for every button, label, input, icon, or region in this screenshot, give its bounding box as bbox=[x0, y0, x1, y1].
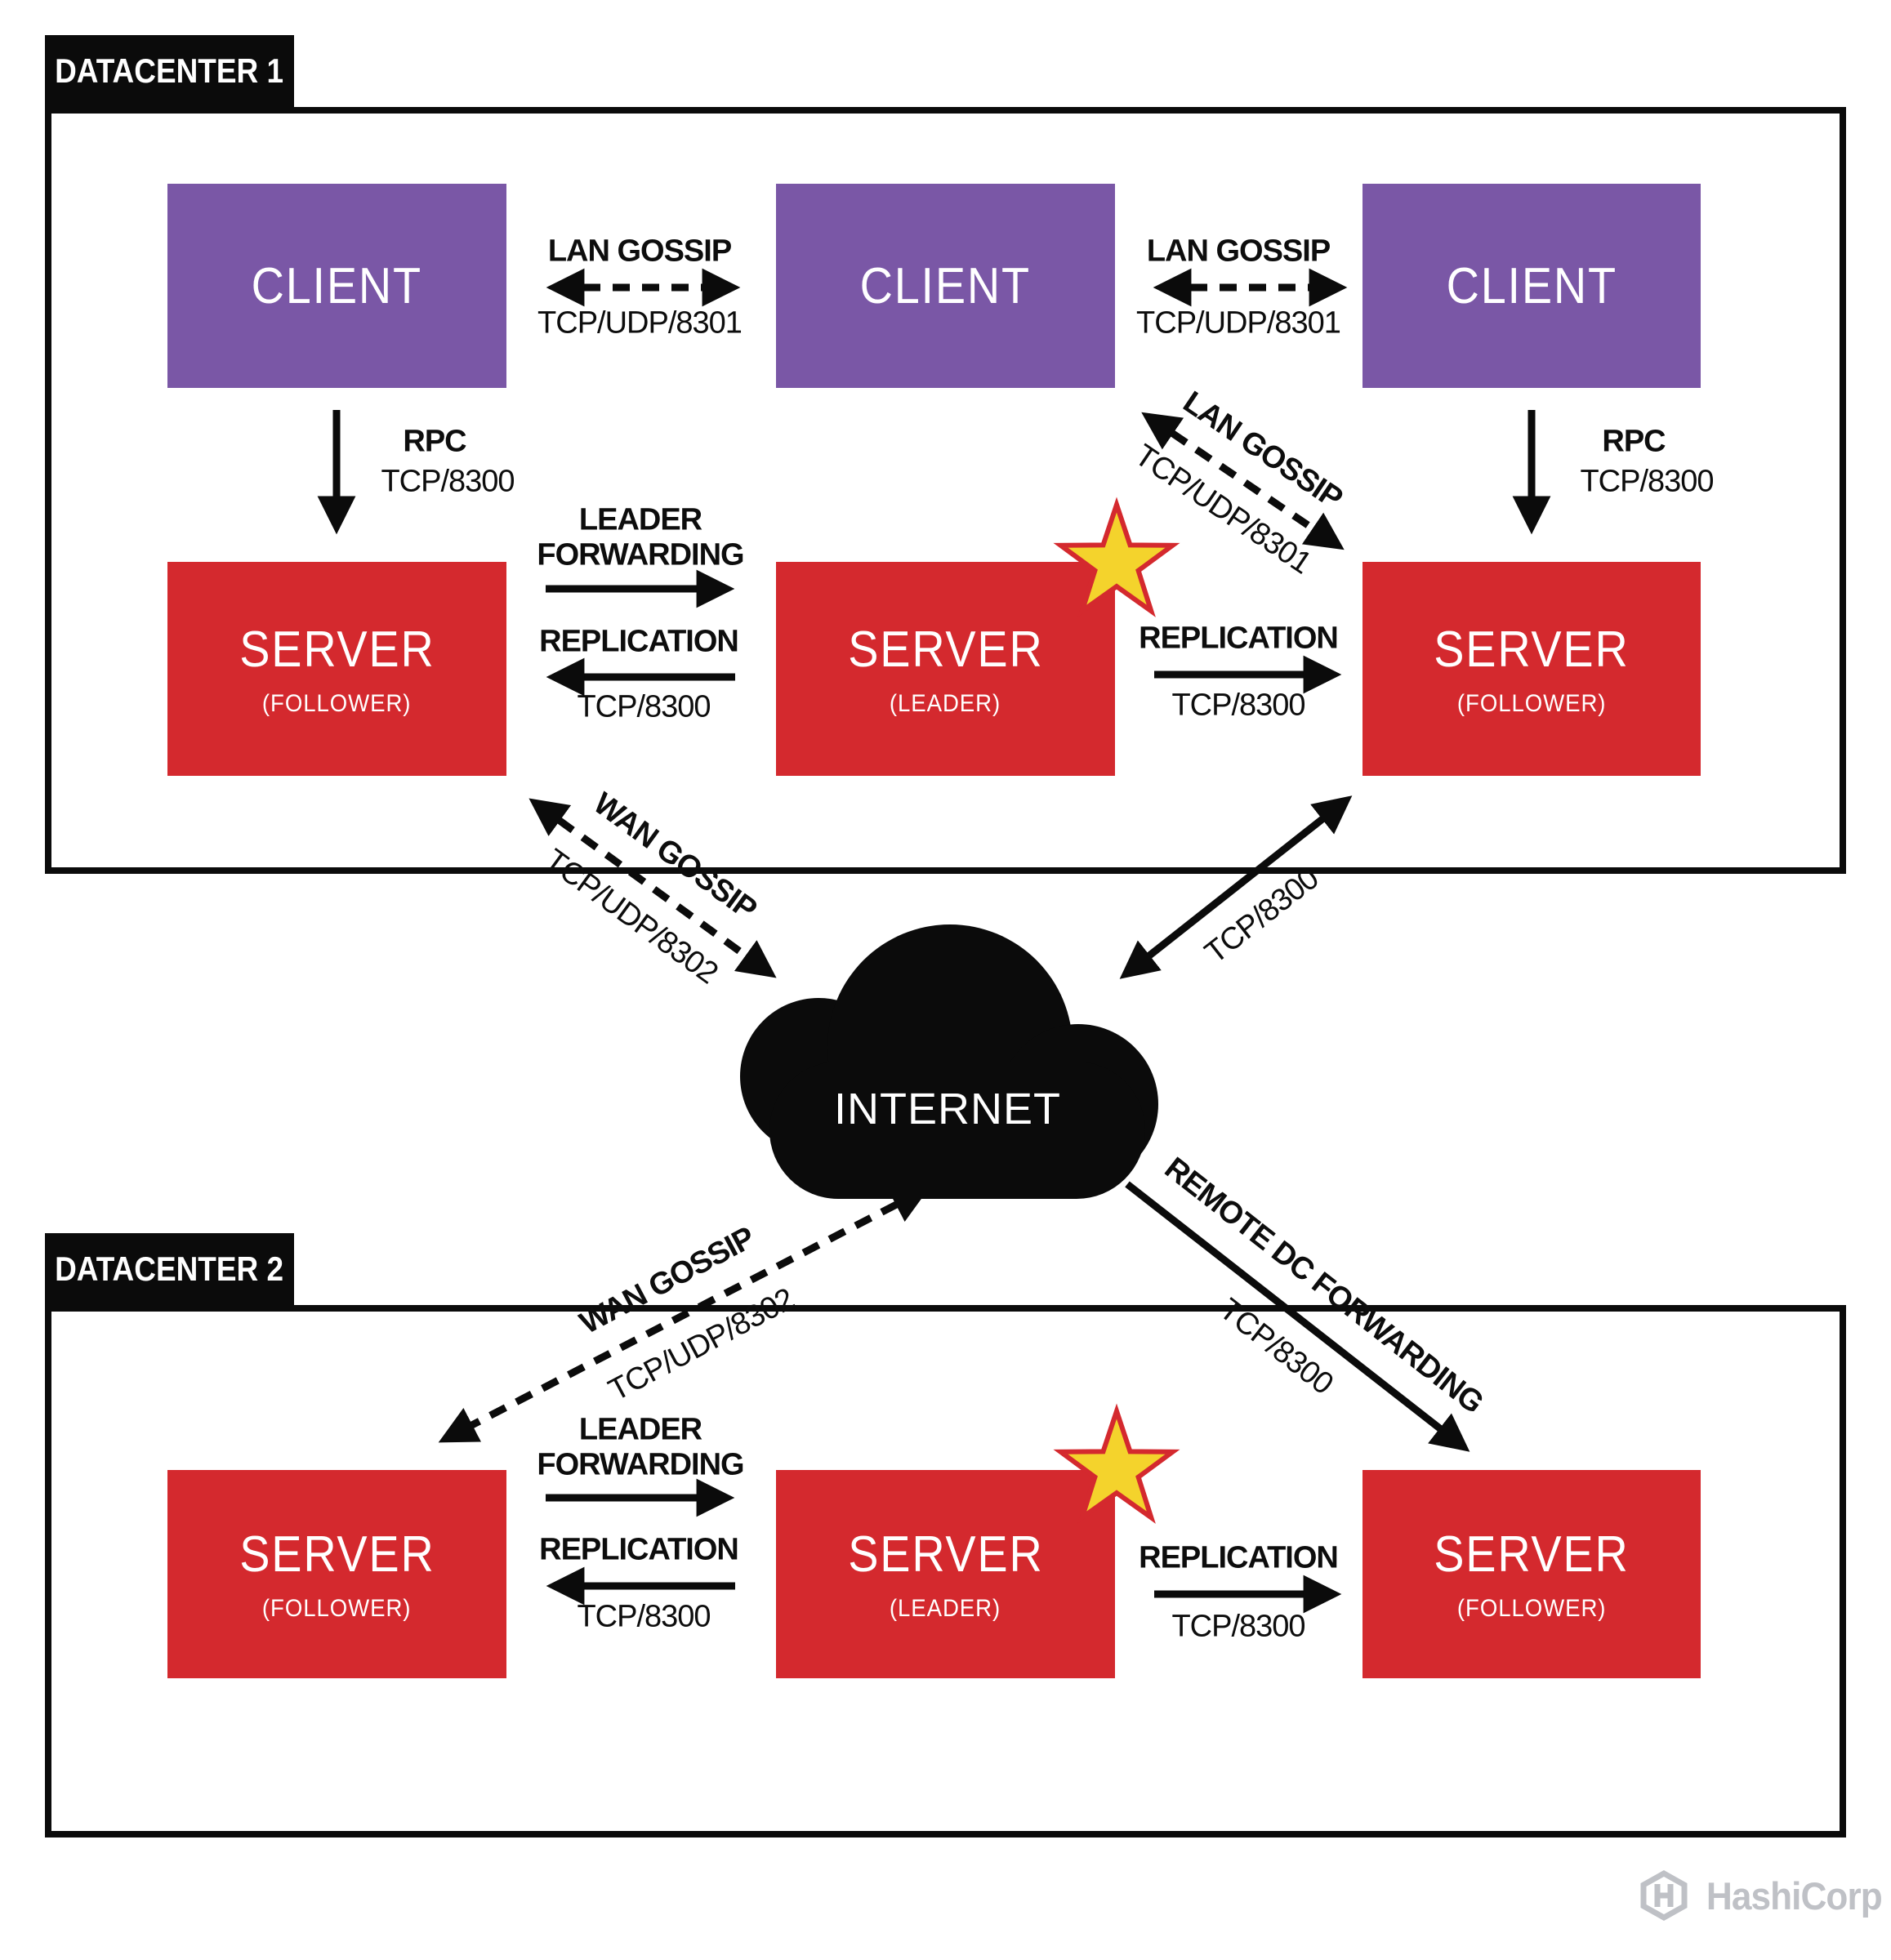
lan-gossip-left-title: LAN GOSSIP bbox=[547, 234, 732, 269]
server-label: SERVER bbox=[1434, 621, 1630, 678]
tcp-8300-dc1-port: TCP/8300 bbox=[1198, 861, 1325, 971]
server-label: SERVER bbox=[1434, 1526, 1630, 1583]
server-role: (LEADER) bbox=[890, 689, 1001, 717]
server-role: (FOLLOWER) bbox=[1456, 689, 1607, 717]
rpc-right-port: TCP/8300 bbox=[1580, 464, 1714, 499]
dc1-replication-right-port: TCP/8300 bbox=[1171, 688, 1305, 723]
hashicorp-logo: HashiCorp bbox=[1640, 1870, 1888, 1921]
dc1-client-2: CLIENT bbox=[776, 184, 1115, 388]
client-label: CLIENT bbox=[1446, 257, 1617, 314]
hashicorp-logo-icon bbox=[1640, 1870, 1688, 1921]
server-label: SERVER bbox=[239, 1526, 435, 1583]
dc1-client-3: CLIENT bbox=[1363, 184, 1701, 388]
server-role: (LEADER) bbox=[890, 1595, 1001, 1622]
dc2-leader-forwarding-title-line2: FORWARDING bbox=[537, 1447, 744, 1482]
server-label: SERVER bbox=[847, 1526, 1044, 1583]
dc2-server-follower-1: SERVER (FOLLOWER) bbox=[167, 1470, 506, 1678]
dc2-replication-left-title: REPLICATION bbox=[539, 1532, 739, 1567]
dc1-replication-left-title: REPLICATION bbox=[539, 624, 739, 659]
lan-gossip-left-port: TCP/UDP/8301 bbox=[537, 305, 743, 341]
rpc-left-title: RPC bbox=[403, 424, 466, 459]
dc1-leader-forwarding-title-line1: LEADER bbox=[578, 502, 702, 537]
client-label: CLIENT bbox=[251, 257, 423, 314]
dc1-replication-left-port: TCP/8300 bbox=[577, 689, 711, 724]
dc2-leader-forwarding-title-line1: LEADER bbox=[578, 1412, 702, 1447]
client-label: CLIENT bbox=[859, 257, 1032, 314]
datacenter2-tab: DATACENTER 2 bbox=[45, 1233, 294, 1305]
server-role: (FOLLOWER) bbox=[1456, 1595, 1607, 1622]
dc1-leader-forwarding-title-line2: FORWARDING bbox=[537, 537, 744, 572]
server-label: SERVER bbox=[239, 621, 435, 678]
dc1-replication-right-title: REPLICATION bbox=[1139, 621, 1339, 656]
dc1-server-follower-2: SERVER (FOLLOWER) bbox=[1363, 562, 1701, 776]
hashicorp-logo-text: HashiCorp bbox=[1706, 1873, 1883, 1918]
internet-label: INTERNET bbox=[834, 1085, 1061, 1134]
rpc-right-title: RPC bbox=[1602, 424, 1666, 459]
dc2-replication-right-port: TCP/8300 bbox=[1171, 1609, 1305, 1644]
lan-gossip-right-title: LAN GOSSIP bbox=[1146, 234, 1331, 269]
dc2-server-leader: SERVER (LEADER) bbox=[776, 1470, 1115, 1678]
rpc-left-port: TCP/8300 bbox=[381, 464, 515, 499]
datacenter2-label: DATACENTER 2 bbox=[55, 1250, 284, 1288]
datacenter1-label: DATACENTER 1 bbox=[55, 51, 284, 90]
datacenter1-tab: DATACENTER 1 bbox=[45, 35, 294, 107]
server-role: (FOLLOWER) bbox=[262, 689, 412, 717]
server-label: SERVER bbox=[847, 621, 1044, 678]
dc2-replication-left-port: TCP/8300 bbox=[577, 1599, 711, 1634]
dc1-server-follower-1: SERVER (FOLLOWER) bbox=[167, 562, 506, 776]
dc2-replication-right-title: REPLICATION bbox=[1139, 1540, 1339, 1575]
lan-gossip-right-port: TCP/UDP/8301 bbox=[1136, 305, 1341, 341]
server-role: (FOLLOWER) bbox=[262, 1595, 412, 1622]
dc1-client-1: CLIENT bbox=[167, 184, 506, 388]
dc1-server-leader: SERVER (LEADER) bbox=[776, 562, 1115, 776]
dc2-server-follower-2: SERVER (FOLLOWER) bbox=[1363, 1470, 1701, 1678]
internet-cloud-icon bbox=[740, 924, 1158, 1199]
